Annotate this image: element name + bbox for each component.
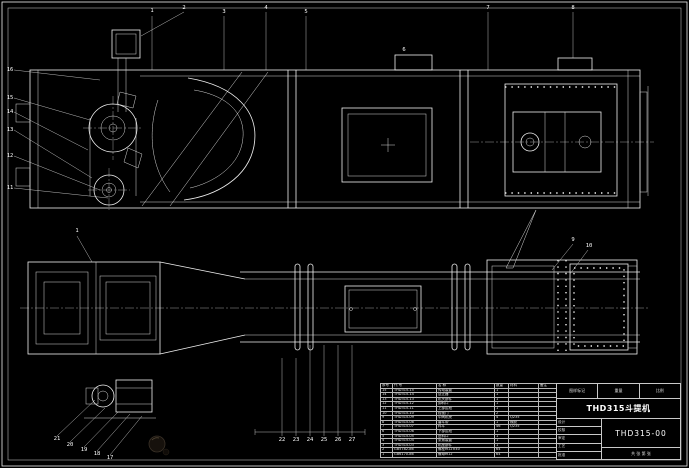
signature-rows: 设计校核审定工艺批准: [557, 419, 602, 459]
callout-number: 18: [94, 451, 101, 457]
top-vent-box: [395, 55, 432, 70]
tail-pulley-lower: [88, 168, 130, 210]
callout-number: 7: [486, 5, 489, 11]
callout-number: 14: [7, 109, 14, 115]
callout-number: 23: [293, 437, 300, 443]
title-block-header-cells: 图样标记重量比例: [557, 384, 680, 399]
bom-cell: 1: [381, 452, 393, 457]
bom-cell: 螺母M12: [437, 452, 495, 457]
title-block-cell: 比例: [640, 384, 680, 398]
callout-number: 25: [321, 437, 328, 443]
callout-number: 26: [335, 437, 342, 443]
callout-number: 2: [182, 5, 185, 11]
callout-number: 12: [7, 153, 14, 159]
callout-number: 21: [54, 436, 61, 442]
bucket-small: [117, 92, 142, 168]
callout-number: 5: [304, 9, 307, 15]
parts-list-table: 序号代 号名 称数量材料备注15THD315-15传动装置114THD315-1…: [380, 383, 557, 458]
bom-row: 1GB6170-86螺母M1264: [381, 452, 557, 457]
callout-number: 17: [107, 455, 114, 461]
callout-number: 22: [279, 437, 286, 443]
bom-cell: [539, 452, 557, 457]
callout-number: 19: [81, 447, 88, 453]
title-block-cell: 重量: [598, 384, 639, 398]
signature-row: 审定: [557, 435, 601, 443]
inspection-door-plan: [345, 286, 421, 332]
callout-number: 27: [349, 437, 356, 443]
head-drive-section: [470, 70, 654, 208]
inspection-door: [342, 108, 432, 182]
callout-number: 20: [67, 442, 74, 448]
signature-row: 校核: [557, 427, 601, 435]
bucket-profile: [152, 78, 255, 200]
callout-number: 3: [222, 9, 225, 15]
callout-number: 15: [7, 95, 14, 101]
callout-number: 1: [150, 8, 153, 14]
signature-row: 设计: [557, 419, 601, 427]
bom-cell: 64: [495, 452, 509, 457]
side-elevation-view: [16, 30, 654, 210]
brace-lines: [142, 72, 268, 206]
sheet-count-note: 共 张 第 张: [602, 447, 680, 459]
signature-row: 批准: [557, 452, 601, 459]
callout-number: 13: [7, 127, 14, 133]
drive-plan: [487, 260, 637, 354]
callout-number: 1: [75, 228, 78, 234]
callout-number: 16: [7, 67, 14, 73]
drawing-number: THD315-00: [602, 419, 680, 447]
bom-cell: [509, 452, 539, 457]
title-block: 图样标记重量比例 THD315斗提机 设计校核审定工艺批准 THD315-00 …: [556, 383, 681, 460]
product-name: THD315斗提机: [557, 399, 680, 419]
callout-number: 8: [571, 5, 574, 11]
callout-number: 10: [586, 243, 593, 249]
flange-joints: [295, 264, 470, 350]
title-block-cell: 图样标记: [557, 384, 598, 398]
callout-number: 11: [7, 185, 14, 191]
section-pointer: [506, 210, 536, 268]
motor-top-box: [558, 58, 592, 70]
callout-number: 6: [402, 47, 405, 53]
casing-flanges: [288, 70, 468, 208]
callout-number: 24: [307, 437, 314, 443]
ink-stamp: [149, 436, 169, 455]
bom-cell: GB6170-86: [393, 452, 437, 457]
signature-row: 工艺: [557, 444, 601, 452]
motor-unit: [84, 380, 156, 418]
callout-number: 9: [571, 237, 574, 243]
